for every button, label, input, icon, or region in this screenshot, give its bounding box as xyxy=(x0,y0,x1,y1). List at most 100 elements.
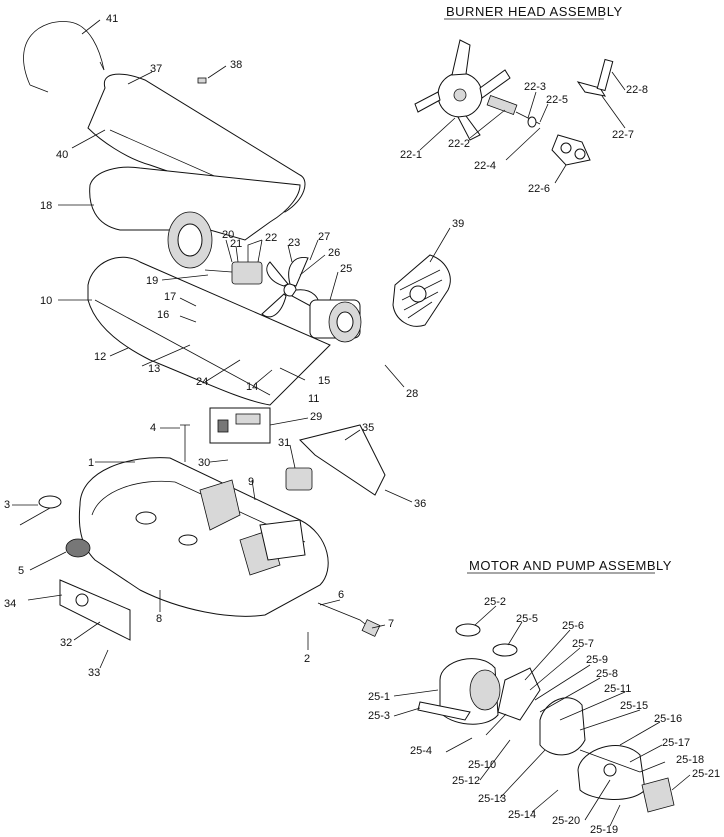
motor-pump-assembly-detail xyxy=(417,623,675,813)
label-25-5: 25-5 xyxy=(516,613,538,625)
label-27: 27 xyxy=(318,231,330,243)
pump-plate xyxy=(497,667,541,721)
label-4: 4 xyxy=(150,422,156,434)
label-39: 39 xyxy=(452,218,464,230)
burner-head-labels: 22-1 22-2 22-3 22-5 22-4 22-6 22-7 22-8 xyxy=(400,81,648,195)
label-15: 15 xyxy=(318,375,330,387)
lower-shell xyxy=(87,256,331,406)
label-25-20: 25-20 xyxy=(552,815,580,827)
label-22-4: 22-4 xyxy=(474,160,496,172)
label-14: 14 xyxy=(246,381,258,393)
control-board xyxy=(209,407,271,444)
inner-shell xyxy=(89,166,301,241)
label-11: 11 xyxy=(308,393,319,405)
label-21: 21 xyxy=(230,238,242,250)
label-12: 12 xyxy=(94,351,106,363)
label-22-7: 22-7 xyxy=(612,129,634,141)
label-18: 18 xyxy=(40,200,52,212)
label-22-5: 22-5 xyxy=(546,94,568,106)
label-25-10: 25-10 xyxy=(468,759,496,771)
label-28: 28 xyxy=(406,388,418,400)
label-16: 16 xyxy=(157,309,169,321)
igniter-spring xyxy=(576,81,607,97)
burner-head-mini xyxy=(204,239,263,285)
label-25-17: 25-17 xyxy=(662,737,690,749)
clip-38 xyxy=(197,77,207,84)
pump-body xyxy=(539,697,586,756)
fuel-cap xyxy=(65,538,91,558)
motor-pump-title: MOTOR AND PUMP ASSEMBLY xyxy=(467,558,671,574)
label-22-3: 22-3 xyxy=(524,81,546,93)
label-25-16: 25-16 xyxy=(654,713,682,725)
air-blade xyxy=(414,39,511,141)
label-25-13: 25-13 xyxy=(478,793,506,805)
label-37: 37 xyxy=(150,63,162,75)
label-25-6: 25-6 xyxy=(562,620,584,632)
label-25-14: 25-14 xyxy=(508,809,536,821)
label-23: 23 xyxy=(288,237,300,249)
label-17: 17 xyxy=(164,291,176,303)
capacitor-2 xyxy=(492,643,518,657)
label-40: 40 xyxy=(56,149,68,161)
label-41: 41 xyxy=(106,13,118,25)
motor-pump-labels: 25-2 25-5 25-6 25-7 25-9 25-8 25-11 25-1… xyxy=(368,596,720,836)
label-9: 9 xyxy=(248,476,254,488)
nozzle xyxy=(486,95,518,115)
nozzle-adapter xyxy=(551,134,591,166)
label-10: 10 xyxy=(40,295,52,307)
label-25-11: 25-11 xyxy=(604,683,631,695)
label-26: 26 xyxy=(328,247,340,259)
label-25-9: 25-9 xyxy=(586,654,608,666)
label-31: 31 xyxy=(278,437,290,449)
label-20: 20 xyxy=(222,229,234,241)
label-22-1: 22-1 xyxy=(400,149,422,161)
label-22-2: 22-2 xyxy=(448,138,470,150)
label-36: 36 xyxy=(414,498,426,510)
label-25-12: 25-12 xyxy=(452,775,480,787)
svg-text:BURNER HEAD ASSEMBLY: BURNER HEAD ASSEMBLY xyxy=(446,4,623,19)
fuel-tank xyxy=(78,457,329,617)
label-8: 8 xyxy=(156,613,162,625)
label-29: 29 xyxy=(310,411,322,423)
handle-wire xyxy=(23,21,105,86)
upper-shell xyxy=(87,73,306,213)
label-25-7: 25-7 xyxy=(572,638,594,650)
label-32: 32 xyxy=(60,637,72,649)
label-3: 3 xyxy=(4,499,10,511)
label-25-1: 25-1 xyxy=(368,691,390,703)
heater-housing-drawing xyxy=(19,21,451,641)
label-19: 19 xyxy=(146,275,158,287)
burner-head-assembly-detail xyxy=(414,39,614,166)
label-25-8: 25-8 xyxy=(596,668,618,680)
ignitor xyxy=(596,58,614,92)
label-25-18: 25-18 xyxy=(676,754,704,766)
leader-lines xyxy=(12,19,691,827)
label-25-21: 25-21 xyxy=(692,768,720,780)
motor xyxy=(309,299,362,343)
label-2: 2 xyxy=(304,653,310,665)
fan-guard xyxy=(392,254,451,327)
label-24: 24 xyxy=(196,376,208,388)
label-35: 35 xyxy=(362,422,374,434)
part-labels: 41 37 38 40 18 10 12 13 24 14 15 11 16 1… xyxy=(4,13,464,679)
air-filter xyxy=(641,777,675,813)
label-22-6: 22-6 xyxy=(528,183,550,195)
label-13: 13 xyxy=(148,363,160,375)
transformer xyxy=(285,467,313,491)
fuel-gauge xyxy=(19,495,62,526)
label-30: 30 xyxy=(198,457,210,469)
label-7: 7 xyxy=(388,618,394,630)
label-22: 22 xyxy=(265,232,277,244)
label-25-3: 25-3 xyxy=(368,710,390,722)
label-6: 6 xyxy=(338,589,344,601)
label-25-4: 25-4 xyxy=(410,745,432,757)
label-34: 34 xyxy=(4,598,16,610)
side-rail xyxy=(299,424,386,496)
label-38: 38 xyxy=(230,59,242,71)
label-25: 25 xyxy=(340,263,352,275)
label-5: 5 xyxy=(18,565,24,577)
label-25-2: 25-2 xyxy=(484,596,506,608)
label-25-15: 25-15 xyxy=(620,700,648,712)
label-22-8: 22-8 xyxy=(626,84,648,96)
